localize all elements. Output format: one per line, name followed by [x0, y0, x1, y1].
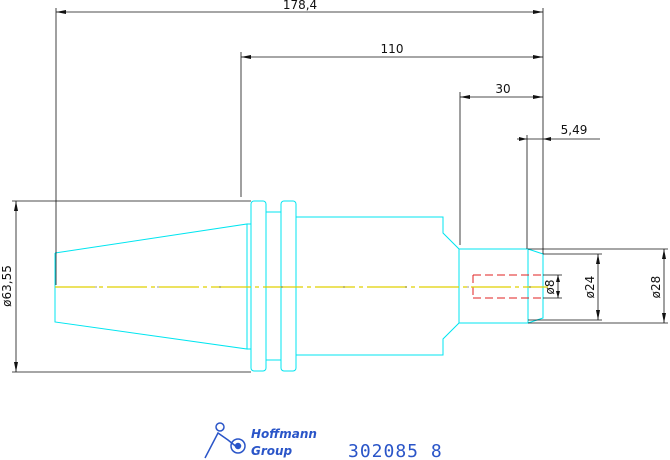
dim-label-110: 110 [381, 42, 404, 56]
dim-label-28: ø28 [649, 276, 663, 299]
arrow-30-right [533, 95, 543, 99]
dim-label-6355: ø63,55 [0, 265, 14, 307]
part-number: 302085 8 [348, 441, 443, 460]
flange-groove [265, 211, 282, 361]
dimension-lines [12, 8, 668, 373]
arrow-24-bottom [596, 310, 600, 320]
dim-label-178: 178,4 [283, 0, 317, 12]
arrow-8-top [556, 275, 560, 282]
arrow-178-right [533, 10, 543, 14]
main-body [295, 216, 460, 356]
arrow-110-right [533, 55, 543, 59]
arrow-24-top [596, 254, 600, 264]
logo-text-line2: Group [251, 444, 293, 458]
arrow-30-left [460, 95, 470, 99]
arrow-28-top [662, 249, 666, 259]
hidden-bore [472, 274, 543, 299]
dim-label-30: 30 [495, 82, 510, 96]
dim-label-549: 5,49 [561, 123, 588, 137]
dim-label-8: ø8 [543, 280, 557, 295]
logo-text-line1: Hoffmann [251, 427, 317, 441]
logo-figure-icon [204, 422, 246, 459]
arrow-28-bottom [662, 313, 666, 323]
flange-right [280, 200, 297, 372]
part-outline [54, 200, 544, 372]
shank [458, 248, 529, 324]
arrow-6355-bottom [14, 362, 18, 372]
hoffmann-logo: Hoffmann Group [204, 422, 317, 459]
arrowheads [14, 10, 666, 372]
arrow-6355-top [14, 201, 18, 211]
arrow-110-left [241, 55, 251, 59]
arrow-178-left [56, 10, 66, 14]
arrow-549-left [519, 137, 527, 141]
arrow-549-right [543, 137, 551, 141]
nose [527, 248, 544, 324]
dim-label-24: ø24 [583, 276, 597, 299]
arrow-8-bottom [556, 291, 560, 298]
flange-left [250, 200, 267, 372]
